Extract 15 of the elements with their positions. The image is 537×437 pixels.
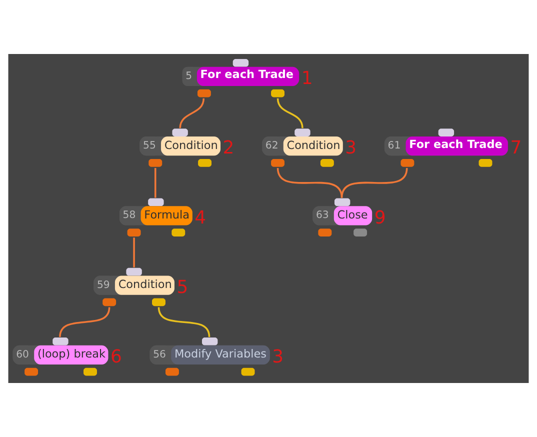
node-label: 7 bbox=[510, 138, 522, 159]
connector bbox=[158, 307, 210, 338]
node-label: 5 bbox=[176, 276, 188, 298]
node-label: 1 bbox=[301, 68, 313, 90]
connector bbox=[154, 168, 156, 198]
node-label: 6 bbox=[110, 346, 122, 368]
node-label: 4 bbox=[194, 207, 206, 228]
connector bbox=[133, 238, 135, 268]
node-label: 9 bbox=[374, 207, 386, 228]
connector bbox=[340, 168, 408, 198]
connector bbox=[276, 98, 304, 128]
node-label: 3 bbox=[345, 138, 357, 159]
connector bbox=[179, 98, 205, 128]
node-label: 3 bbox=[272, 346, 284, 368]
node-label: 2 bbox=[222, 138, 234, 159]
